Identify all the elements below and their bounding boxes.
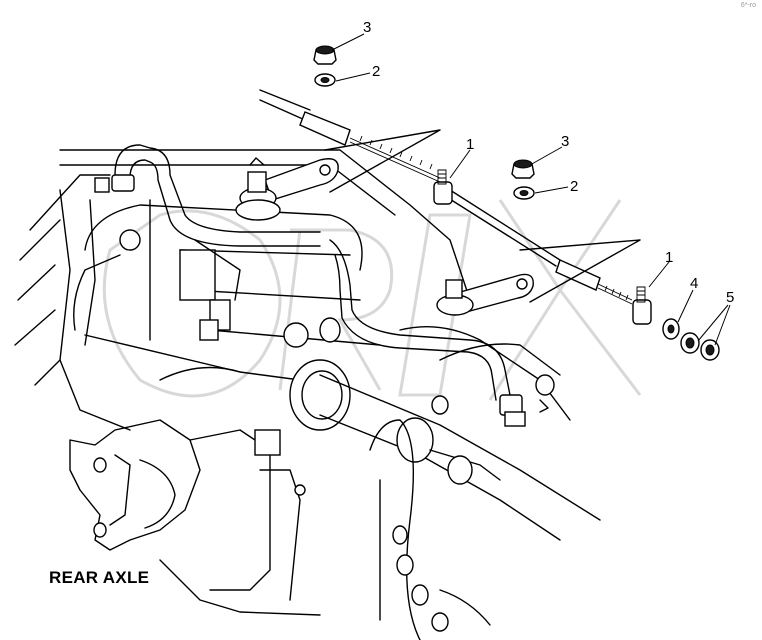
left-cable-lever: [235, 157, 339, 221]
callout-1-upper: 1: [466, 136, 474, 153]
callout-3-lower: 3: [561, 133, 569, 150]
yoke-flange: [69, 419, 321, 616]
drive-shaft: [319, 374, 601, 541]
diagram-caption: REAR AXLE: [49, 568, 150, 587]
callout-leaders: [331, 33, 731, 346]
callout-4: 4: [690, 275, 698, 292]
clamp-lower: [632, 286, 652, 325]
watermark: [102, 199, 642, 401]
brake-pipe: [94, 144, 526, 427]
callout-2-upper: 2: [372, 63, 380, 80]
right-hub: [369, 326, 571, 640]
axle-cylinder: [73, 204, 381, 431]
callout-5: 5: [726, 289, 734, 306]
clamp-upper: [433, 169, 453, 205]
callout-2-lower: 2: [570, 178, 578, 195]
corner-tag: 6*-ro: [740, 2, 756, 9]
nut-washer-lower: [511, 159, 535, 200]
left-bracket: [119, 229, 341, 496]
transmission-housing: [14, 149, 471, 431]
callout-labels: 3 2 1 3 2 1 4 5: [363, 19, 734, 306]
guide-brackets: [324, 129, 641, 303]
right-cable-lever: [436, 273, 534, 316]
washers-nuts-right: [662, 318, 720, 361]
callout-1-lower: 1: [665, 249, 673, 266]
upper-cable: [259, 89, 561, 267]
nut-washer-upper: [313, 45, 337, 87]
callout-3-upper: 3: [363, 19, 371, 36]
